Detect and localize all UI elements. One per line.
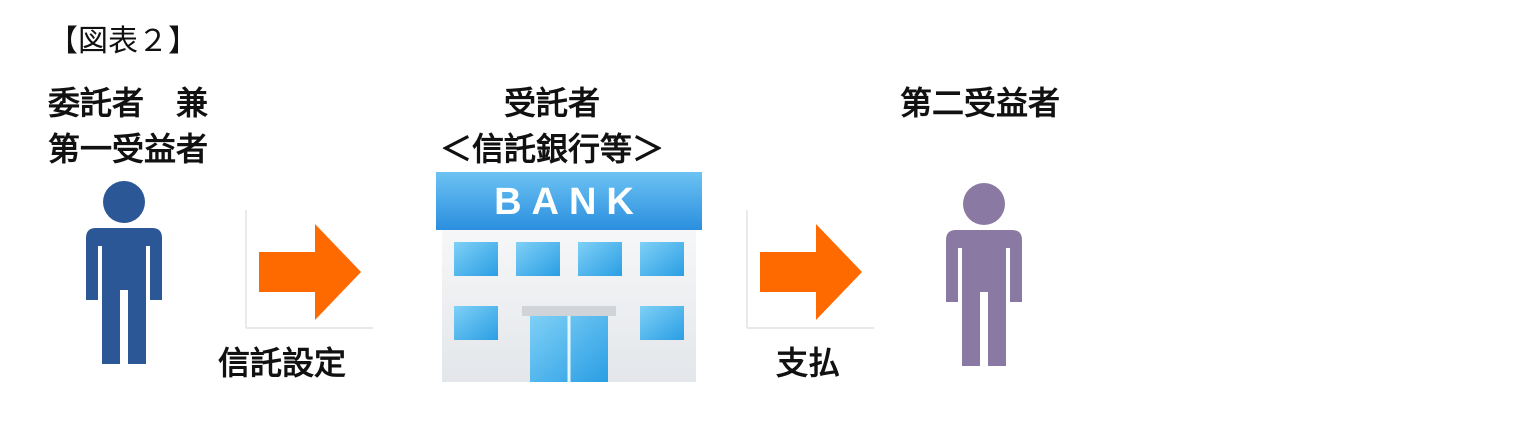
trustee-label-line2: ＜信託銀行等＞ (439, 130, 664, 168)
arrow-right-icon (245, 210, 373, 329)
settlor-person-icon (86, 181, 162, 364)
figure-title: 【図表２】 (48, 24, 198, 59)
settlor-label: 委託者 兼 第一受益者 (48, 80, 208, 172)
bank-sign-text: BANK (494, 181, 644, 223)
settlor-label-line2: 第一受益者 (48, 130, 209, 168)
settlor-label-line1: 委託者 兼 (48, 84, 209, 122)
arrow-right-icon (746, 210, 874, 329)
second-beneficiary-label: 第二受益者 (900, 84, 1061, 122)
payment-label: 支払 (776, 344, 841, 382)
trustee-label-line1: 受託者 (503, 84, 600, 122)
trustee-label: 受託者 ＜信託銀行等＞ (432, 80, 672, 172)
second-beneficiary-person-icon (946, 183, 1022, 366)
bank-building-icon: BANK (436, 172, 702, 382)
trust-setup-label: 信託設定 (218, 344, 347, 382)
